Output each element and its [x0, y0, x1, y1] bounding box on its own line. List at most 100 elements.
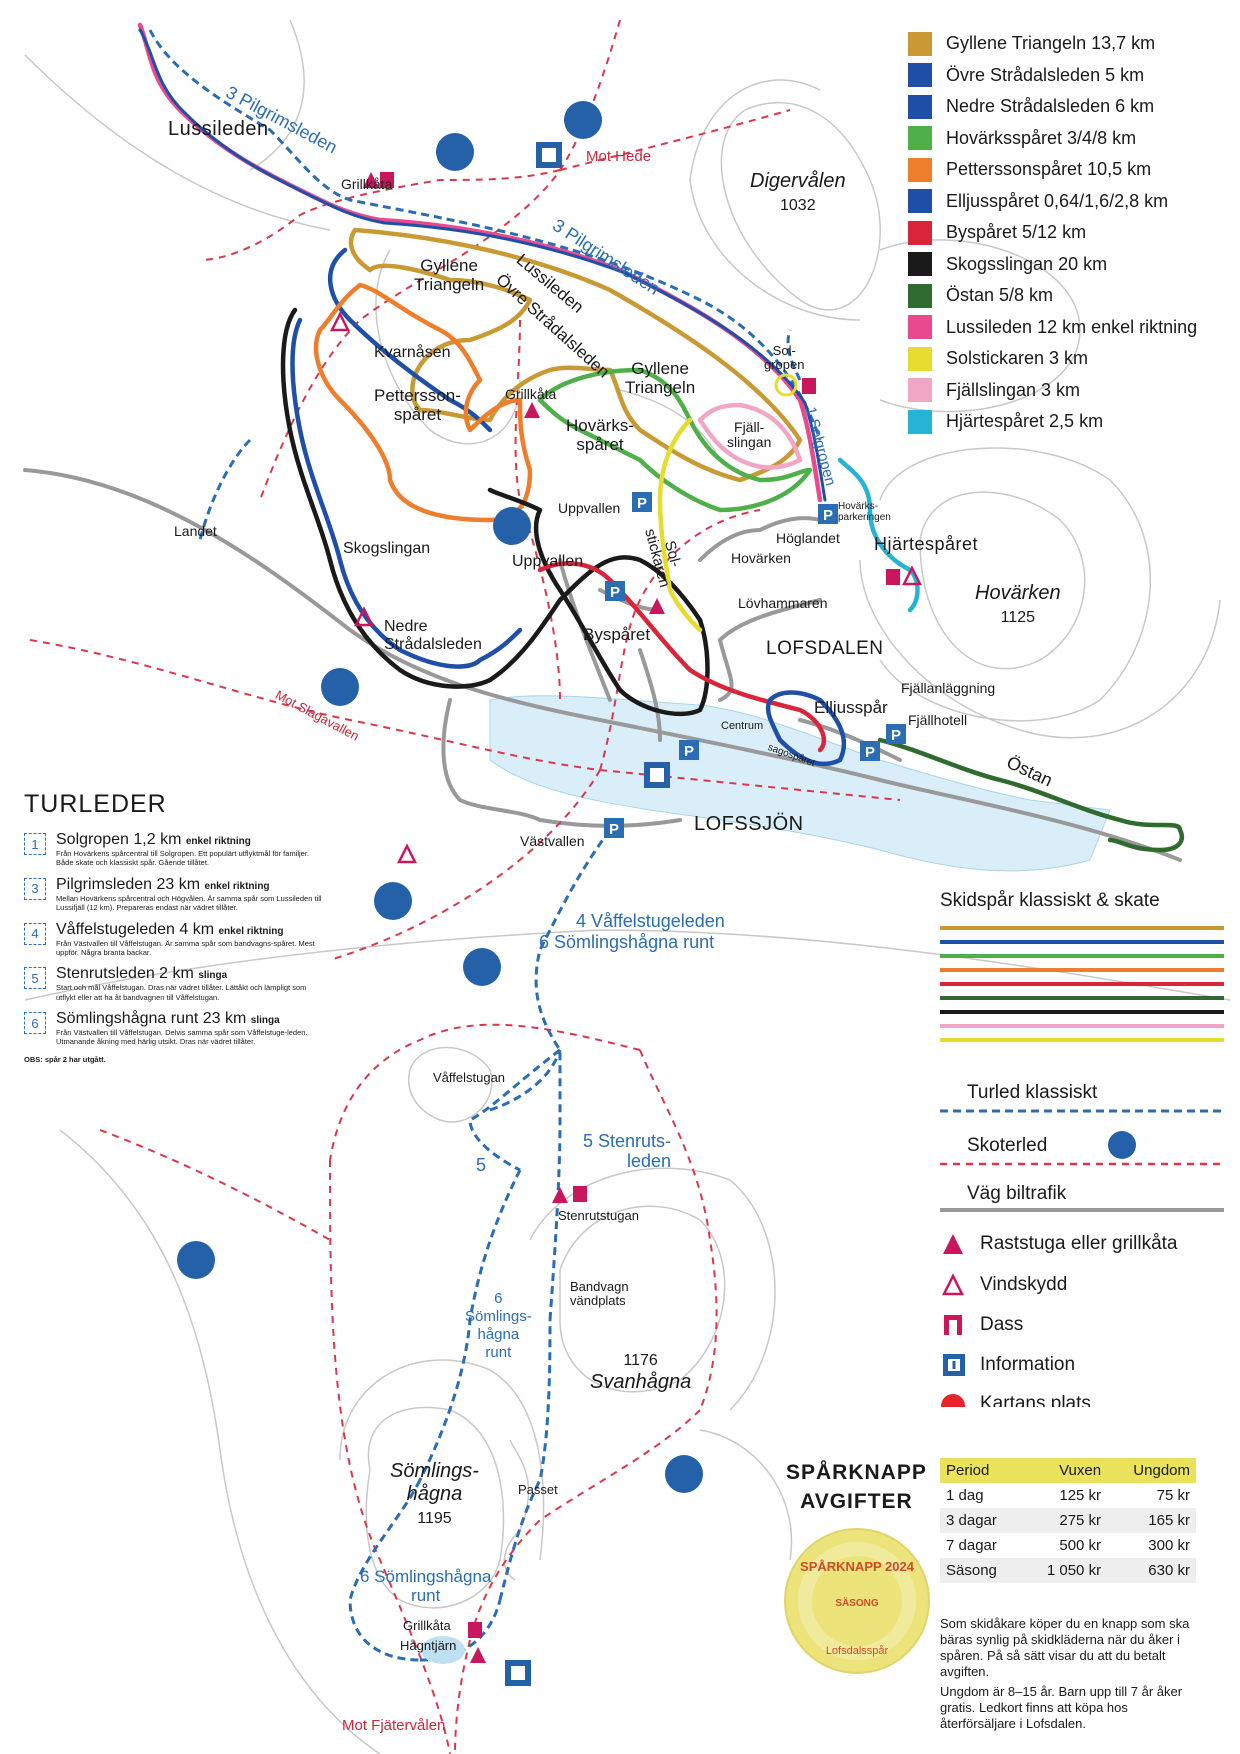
price-title: SPÅRKNAPP AVGIFTER	[786, 1461, 927, 1514]
legend-swatch	[908, 315, 932, 340]
hut-icon	[470, 1647, 486, 1663]
legend-swatch	[908, 157, 932, 182]
svg-text:P: P	[610, 584, 620, 601]
turled-number: 5	[24, 967, 46, 990]
contour-lines	[24, 19, 1231, 1754]
toilet-icon	[802, 378, 816, 394]
parking-icon	[818, 504, 838, 524]
label-six: 6 Sömlings- hågna runt	[465, 1290, 532, 1361]
label-grillkata-mid: Grillkåta	[505, 386, 557, 402]
badge-bottom: Lofsdalsspår	[826, 1645, 889, 1657]
legend-label: Övre Strådalsleden 5 km	[946, 64, 1145, 85]
track-elljusspar	[765, 690, 847, 767]
badge-top: SPÅRKNAPP 2024	[800, 1559, 915, 1574]
label-mot-fjatervalen: Mot Fjätervålen	[342, 1717, 446, 1734]
label-bandvagn: Bandvagn vändplats	[570, 1279, 629, 1309]
label-hovarks: Hovärks- spåret	[566, 416, 635, 454]
parking-icon	[604, 818, 624, 838]
legend-swatch	[908, 126, 932, 151]
turled-desc: Från Hovärkens spårcentral till Solgrope…	[56, 849, 310, 868]
turled-number: 1	[24, 833, 46, 855]
price-cell: 7 dagar	[946, 1537, 997, 1554]
price-note-2: Ungdom är 8–15 år. Barn upp till 7 år åk…	[940, 1684, 1183, 1731]
svg-text:P: P	[865, 744, 875, 761]
legend-label: Lussileden 12 km enkel riktning	[946, 316, 1198, 337]
hiking-trails	[148, 29, 822, 1662]
legend-swatch	[908, 63, 932, 88]
legend-item: Hovärksspåret 3/4/8 km	[908, 123, 1197, 155]
hut-icon	[524, 402, 540, 418]
legend-skoterled: Skoterled	[967, 1135, 1048, 1156]
label-hjartesparet: Hjärtespåret	[874, 534, 979, 554]
legend-item: Byspåret 5/12 km	[908, 217, 1197, 249]
svg-text:P: P	[823, 507, 833, 524]
track-pilgrimsleden-blue	[138, 28, 827, 502]
legend-label: Gyllene Triangeln 13,7 km	[946, 33, 1156, 54]
turleder-note: OBS: spår 2 har utgått.	[24, 1054, 106, 1064]
price-cell: 125 kr	[1059, 1487, 1102, 1504]
parking-icon	[886, 724, 906, 744]
turled-suffix: slinga	[250, 1015, 280, 1026]
snowmobile-icon	[463, 948, 501, 986]
legend-label: Östan 5/8 km	[946, 285, 1054, 306]
legend-swatch	[908, 283, 932, 308]
toilet-icon	[886, 569, 900, 585]
legend-raststuga: Raststuga eller grillkåta	[940, 1232, 1177, 1256]
label-vaffelstugan: Våffelstugan	[433, 1070, 506, 1085]
price-cell: 1 dag	[946, 1487, 984, 1504]
snowmobile-icon	[665, 1455, 703, 1493]
legend-information: Information	[940, 1353, 1075, 1377]
shelter-icon	[901, 565, 923, 586]
legend-label: Hjärtespåret 2,5 km	[946, 411, 1104, 432]
legend-swatch	[908, 378, 932, 403]
label-grillkata-bottom: Grillkåta	[403, 1618, 451, 1633]
svg-text:P: P	[891, 727, 901, 744]
turled-desc: Start och mål Våffelstugan. Dras när väd…	[56, 983, 307, 1002]
price-note-1: Som skidåkare köper du en knapp som ska …	[940, 1616, 1190, 1679]
parking-icon	[632, 492, 652, 512]
track-fjallslingan	[697, 402, 803, 470]
price-header: Ungdom	[1107, 1458, 1196, 1483]
legend-item: Gyllene Triangeln 13,7 km	[908, 28, 1197, 60]
label-solgropen: Sol- gropen	[764, 343, 805, 372]
label-somlings-runt-1: 6 Sömlingshågna runt	[539, 932, 715, 952]
label-lovhammaren: Lövhammaren	[738, 595, 828, 611]
hut-icon	[943, 1234, 963, 1254]
hut-icon	[649, 598, 665, 614]
snowmobile-icon	[1108, 1131, 1136, 1159]
legend-item: Skogsslingan 20 km	[908, 249, 1197, 281]
label-elljusspar: Elljusspår	[814, 698, 888, 717]
label-fjallanlaggning: Fjällanläggning	[901, 680, 996, 696]
track-nedre-stradalsleden	[290, 317, 523, 669]
legend-swatch	[908, 220, 932, 245]
legend-turled: Turled klassiskt	[967, 1082, 1098, 1103]
shelter-icon	[941, 1273, 965, 1296]
shelter-icon	[329, 311, 351, 332]
legend-swatch	[908, 252, 932, 277]
svg-text:P: P	[684, 743, 694, 760]
snowmobile-icon	[436, 133, 474, 171]
legend-item: Östan 5/8 km	[908, 280, 1197, 312]
price-cell: Säsong	[940, 1558, 1022, 1583]
svg-text:P: P	[637, 495, 647, 512]
parking-icon	[605, 581, 625, 601]
label-skogslingan: Skogslingan	[343, 540, 431, 557]
ski-tracks	[137, 22, 1185, 853]
label-mot-hede: Mot Hede	[586, 148, 652, 165]
label-passet: Passet	[518, 1482, 558, 1497]
turled-suffix: slinga	[198, 970, 228, 982]
label-hagntjarn: Hågntjärn	[400, 1638, 457, 1653]
price-cell: 300 kr	[1148, 1537, 1190, 1554]
